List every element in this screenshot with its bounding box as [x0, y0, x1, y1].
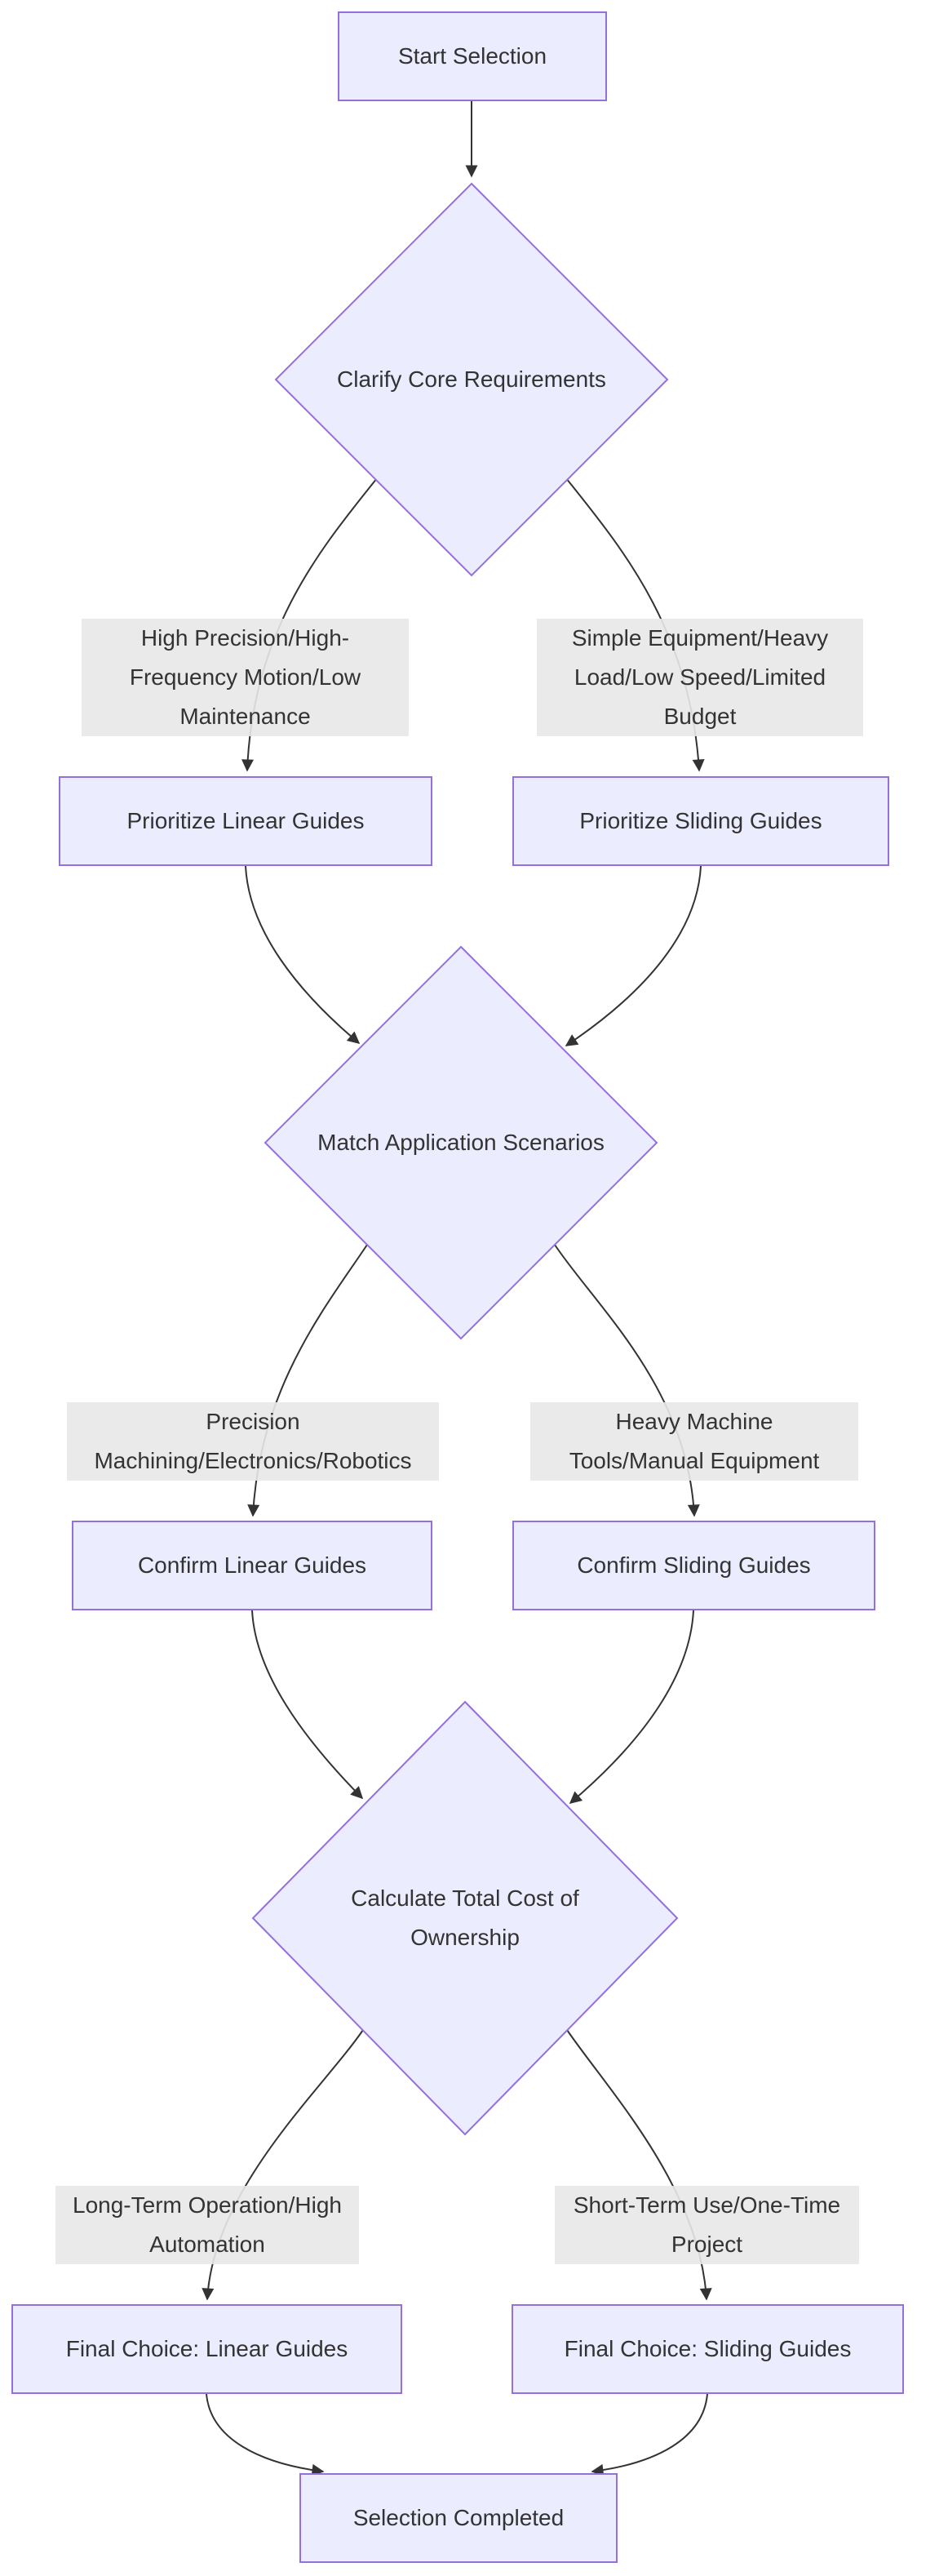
node-confirm-sliding-guides: Confirm Sliding Guides: [512, 1521, 875, 1610]
decision-clarify-core-requirements-label: Clarify Core Requirements: [337, 366, 606, 392]
edge-confirm-linear-to-calculate: [251, 1610, 364, 1800]
node-final-choice-linear-guides: Final Choice: Linear Guides: [11, 2304, 402, 2394]
edge-label-precision-machining: Precision Machining/Electronics/Robotics: [67, 1402, 439, 1481]
decision-match-application-scenarios-label: Match Application Scenarios: [317, 1130, 605, 1155]
node-confirm-linear-guides: Confirm Linear Guides: [72, 1521, 432, 1610]
decision-calculate-total-cost-label: Calculate Total Cost of Ownership: [351, 1885, 579, 1950]
edge-prioritize-linear-to-match: [245, 865, 361, 1044]
node-start-selection: Start Selection: [338, 11, 607, 101]
edge-final-linear-to-completed: [206, 2393, 325, 2476]
edge-label-high-precision: High Precision/High- Frequency Motion/Lo…: [82, 619, 409, 736]
decision-match-application-scenarios-shape: [264, 945, 658, 1340]
decision-clarify-core-requirements-shape: [274, 182, 669, 577]
edge-label-heavy-machine: Heavy Machine Tools/Manual Equipment: [530, 1402, 858, 1481]
node-selection-completed: Selection Completed: [299, 2473, 618, 2563]
edge-final-sliding-to-completed: [591, 2393, 708, 2476]
edge-label-simple-equipment: Simple Equipment/Heavy Load/Low Speed/Li…: [537, 619, 863, 736]
edge-prioritize-sliding-to-match: [565, 865, 702, 1046]
edge-label-short-term: Short-Term Use/One-Time Project: [555, 2186, 859, 2264]
edge-label-long-term: Long-Term Operation/High Automation: [55, 2186, 359, 2264]
decision-calculate-total-cost-shape: [251, 1700, 679, 2136]
node-prioritize-linear-guides: Prioritize Linear Guides: [59, 776, 432, 866]
node-final-choice-sliding-guides: Final Choice: Sliding Guides: [512, 2304, 904, 2394]
node-prioritize-sliding-guides: Prioritize Sliding Guides: [512, 776, 889, 866]
edge-confirm-sliding-to-calculate: [569, 1610, 694, 1804]
